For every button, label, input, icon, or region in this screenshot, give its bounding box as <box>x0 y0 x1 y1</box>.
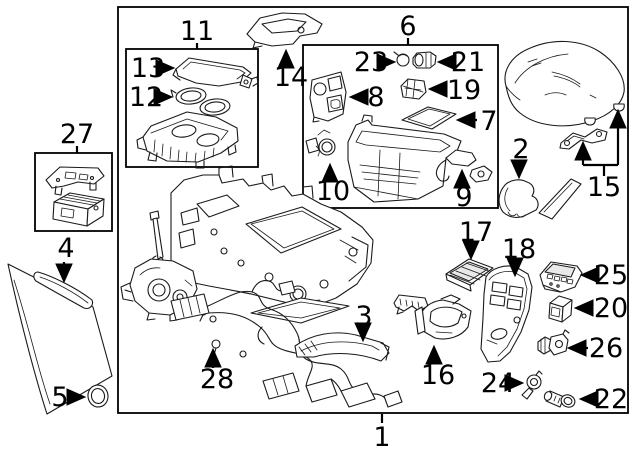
callout-label-7[interactable]: 7 <box>480 106 497 137</box>
part-10-outlet-drawing <box>305 129 336 157</box>
callout-3[interactable]: 3 <box>354 301 373 343</box>
callout-label-23[interactable]: 23 <box>354 47 388 78</box>
callout-label-4[interactable]: 4 <box>57 233 74 264</box>
callout-label-1[interactable]: 1 <box>373 422 390 453</box>
module-subassembly-box <box>34 152 113 232</box>
callout-label-19[interactable]: 19 <box>447 75 481 106</box>
part-17-vent-drawing <box>445 258 494 292</box>
callout-12[interactable]: 12 <box>129 82 174 113</box>
callout-label-11[interactable]: 11 <box>180 16 214 47</box>
part-2-pocket-drawing <box>498 178 582 220</box>
callout-14[interactable]: 14 <box>274 48 308 93</box>
callout-label-3[interactable]: 3 <box>355 301 372 332</box>
callout-label-9[interactable]: 9 <box>455 182 472 213</box>
part-13-lid-drawing <box>172 57 259 89</box>
part-12-cupholder-rings-drawing <box>170 87 231 116</box>
cupholder-housing-drawing <box>136 111 239 169</box>
callout-label-10[interactable]: 10 <box>316 176 350 207</box>
callout-label-12[interactable]: 12 <box>129 82 163 113</box>
main-assembly-box <box>117 6 629 414</box>
callout-11[interactable]: 11 <box>180 16 214 49</box>
callout-label-6[interactable]: 6 <box>399 11 416 42</box>
part-20-switch-drawing <box>548 295 573 323</box>
callout-20[interactable]: 20 <box>573 293 628 324</box>
part-14-trim-plate-drawing <box>246 12 323 49</box>
callout-8[interactable]: 8 <box>348 82 385 113</box>
part-22-bolt-drawing <box>543 390 576 408</box>
callout-label-24[interactable]: 24 <box>481 368 515 399</box>
bin-subassembly-box <box>302 44 499 209</box>
callout-9[interactable]: 9 <box>453 168 473 213</box>
part-21-lighter-drawing <box>412 51 437 69</box>
callout-label-25[interactable]: 25 <box>594 260 628 291</box>
callout-label-18[interactable]: 18 <box>502 234 536 265</box>
callout-6[interactable]: 6 <box>399 11 417 45</box>
part-27-bracket-drawing <box>45 166 105 196</box>
part-25-switch-panel-drawing <box>539 261 583 293</box>
callout-28[interactable]: 28 <box>200 347 234 395</box>
part-24-retainer-drawing <box>521 370 543 400</box>
callout-label-2[interactable]: 2 <box>512 134 529 165</box>
callout-label-13[interactable]: 13 <box>131 53 165 84</box>
callout-18[interactable]: 18 <box>502 234 536 278</box>
callout-5[interactable]: 5 <box>51 382 87 413</box>
callout-label-27[interactable]: 27 <box>60 119 94 150</box>
part-28-harness-drawing <box>170 280 403 408</box>
callout-label-17[interactable]: 17 <box>459 217 493 248</box>
callout-1[interactable]: 1 <box>373 414 391 453</box>
callout-19[interactable]: 19 <box>427 75 481 106</box>
part-5-grommet-drawing <box>87 384 109 408</box>
callout-21[interactable]: 21 <box>436 47 485 78</box>
part-26-socket-drawing <box>537 329 570 356</box>
callout-24[interactable]: 24 <box>481 368 525 399</box>
callout-label-15[interactable]: 15 <box>587 172 621 203</box>
part-19-outlet-housing-drawing <box>400 78 427 100</box>
storage-bin-drawing <box>347 114 462 203</box>
shifter-mat-drawing <box>250 297 350 324</box>
callout-15[interactable]: 15 <box>574 108 627 203</box>
part-8-side-panel-drawing <box>309 71 347 123</box>
part-23-grommet-drawing <box>393 51 410 67</box>
callout-label-5[interactable]: 5 <box>51 382 68 413</box>
callout-13[interactable]: 13 <box>131 53 176 84</box>
part-16-rear-trim-drawing <box>414 294 472 340</box>
callout-2[interactable]: 2 <box>510 134 530 180</box>
callout-25[interactable]: 25 <box>579 260 628 291</box>
callout-7[interactable]: 7 <box>455 106 498 137</box>
part-27-module-drawing <box>52 192 105 227</box>
callout-label-8[interactable]: 8 <box>367 82 384 113</box>
callout-23[interactable]: 23 <box>354 47 397 78</box>
callout-label-28[interactable]: 28 <box>200 364 234 395</box>
part-15-hinge-drawing <box>559 128 608 150</box>
callout-label-16[interactable]: 16 <box>421 360 455 391</box>
callout-label-20[interactable]: 20 <box>594 293 628 324</box>
callout-10[interactable]: 10 <box>316 162 350 207</box>
callout-22[interactable]: 22 <box>578 384 628 415</box>
callout-26[interactable]: 26 <box>566 333 623 364</box>
callout-4[interactable]: 4 <box>55 233 75 284</box>
callout-17[interactable]: 17 <box>459 217 493 261</box>
callout-27[interactable]: 27 <box>60 119 94 153</box>
callout-label-26[interactable]: 26 <box>589 333 623 364</box>
part-4-side-panel-drawing <box>7 263 113 415</box>
cupholder-subassembly-box <box>125 48 259 168</box>
callout-16[interactable]: 16 <box>421 344 455 391</box>
callout-label-21[interactable]: 21 <box>451 47 485 78</box>
callout-label-14[interactable]: 14 <box>274 62 308 93</box>
callout-label-22[interactable]: 22 <box>594 384 628 415</box>
